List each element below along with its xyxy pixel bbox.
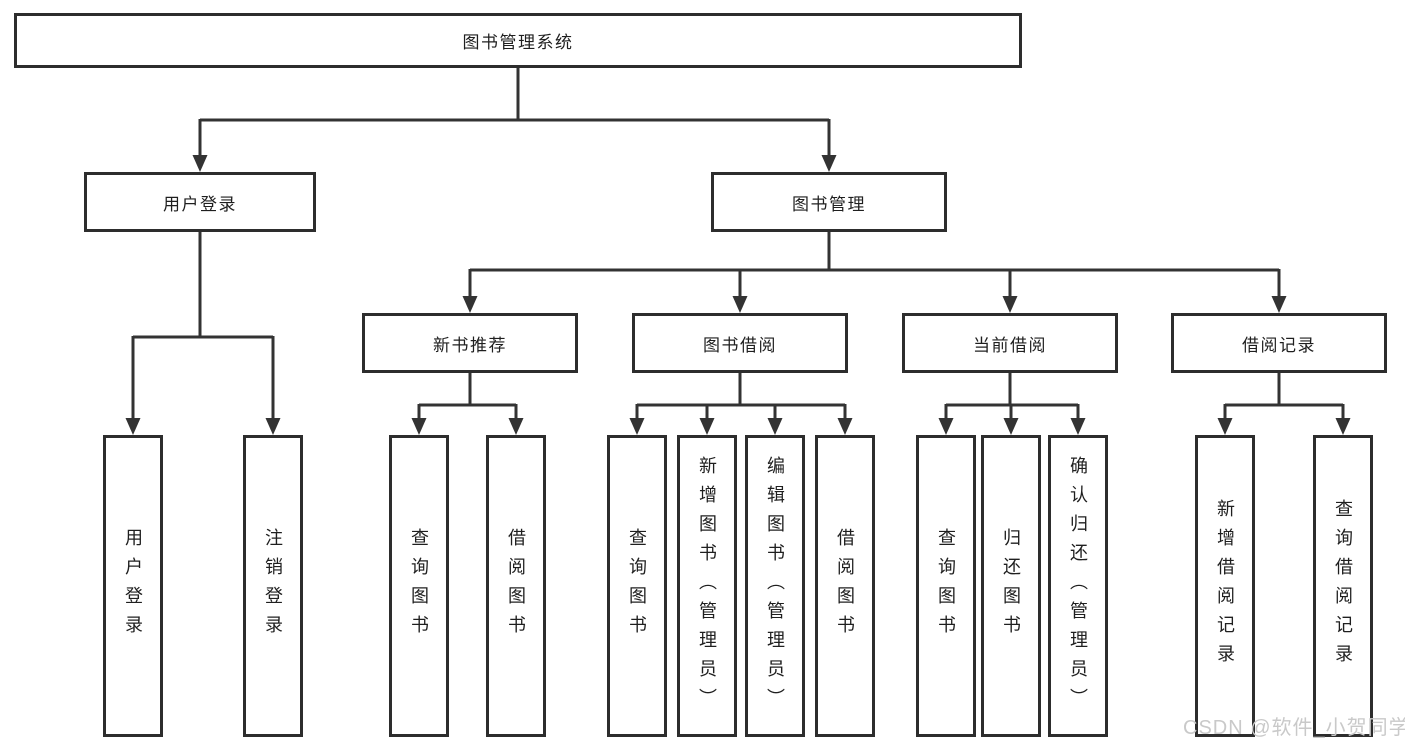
leaf-label: 借阅图书 [835,528,855,644]
node-book-borrowing: 图书借阅 [632,313,848,373]
leaf-label: 新增借阅记录 [1215,499,1235,673]
leaf-label: 编辑图书（管理员） [765,455,785,717]
node-leaf-edit-books-admin: 编辑图书（管理员） [745,435,805,737]
leaf-label: 注销登录 [263,528,283,644]
leaf-label: 查询图书 [627,528,647,644]
node-user-login: 用户登录 [84,172,316,232]
node-leaf-confirm-return-admin: 确认归还（管理员） [1048,435,1108,737]
node-borrowing-records: 借阅记录 [1171,313,1387,373]
csdn-watermark: CSDN @软件_小贺同学 [1183,717,1405,739]
node-leaf-logout: 注销登录 [243,435,303,737]
node-leaf-user-login: 用户登录 [103,435,163,737]
leaf-label: 查询借阅记录 [1333,499,1353,673]
node-root-library-management-system: 图书管理系统 [14,13,1022,68]
leaf-label: 确认归还（管理员） [1068,455,1088,717]
leaf-label: 借阅图书 [506,528,526,644]
node-leaf-borrow-books-1: 借阅图书 [486,435,546,737]
node-leaf-query-books-3: 查询图书 [916,435,976,737]
node-current-borrowing: 当前借阅 [902,313,1118,373]
leaf-label: 查询图书 [936,528,956,644]
node-leaf-query-borrow-record: 查询借阅记录 [1313,435,1373,737]
node-leaf-borrow-books-2: 借阅图书 [815,435,875,737]
leaf-label: 归还图书 [1001,528,1021,644]
node-leaf-query-books-2: 查询图书 [607,435,667,737]
node-leaf-query-books-1: 查询图书 [389,435,449,737]
node-new-book-recommend: 新书推荐 [362,313,578,373]
node-book-management: 图书管理 [711,172,947,232]
node-leaf-add-borrow-record: 新增借阅记录 [1195,435,1255,737]
node-leaf-add-books-admin: 新增图书（管理员） [677,435,737,737]
leaf-label: 查询图书 [409,528,429,644]
leaf-label: 新增图书（管理员） [697,455,717,717]
node-leaf-return-books: 归还图书 [981,435,1041,737]
arrowheads [125,155,1351,435]
leaf-label: 用户登录 [123,528,143,644]
